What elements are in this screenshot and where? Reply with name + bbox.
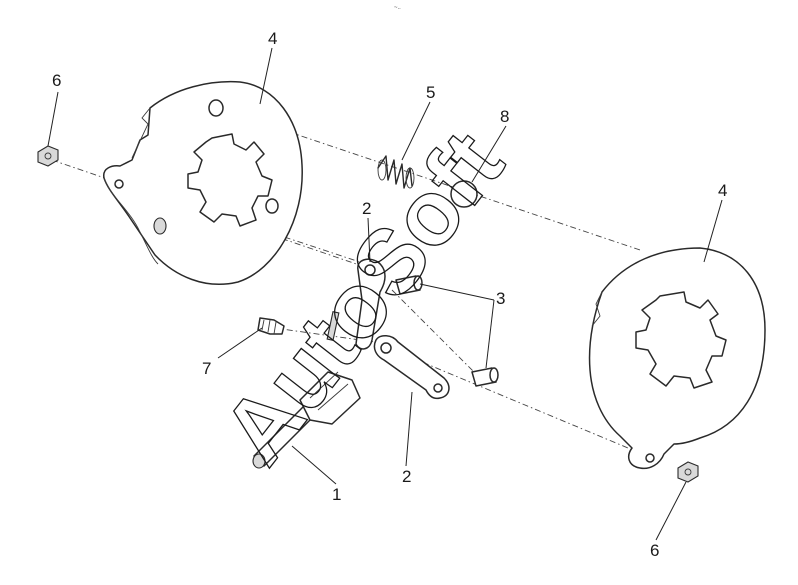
callout-1: 1: [332, 485, 341, 504]
brake-disc-right: [588, 247, 766, 470]
nut-right: [677, 461, 699, 483]
corner-mark: ~..: [394, 5, 401, 11]
ball: [450, 180, 478, 208]
leader-lines: [47, 47, 723, 541]
link-upper: [355, 258, 386, 350]
callout-8: 8: [500, 107, 509, 126]
callout-6-left: 6: [52, 71, 61, 90]
callout-6-right: 6: [650, 541, 659, 560]
callout-2-bottom: 2: [402, 467, 411, 486]
brake-disc-left: [103, 80, 303, 286]
link-lower: [373, 335, 450, 400]
callout-4-left: 4: [268, 29, 277, 48]
pin-lower: [471, 367, 499, 387]
callout-5: 5: [426, 83, 435, 102]
nut-left: [37, 145, 59, 167]
callout-4-right: 4: [718, 181, 727, 200]
callout-2-top: 2: [362, 199, 371, 218]
shaft-lever: [252, 311, 361, 469]
bolt: [257, 317, 285, 335]
callout-numbers: 4 6 5 8 4 2 3 7 2 1 6: [52, 29, 727, 560]
callout-7: 7: [202, 359, 211, 378]
callout-3: 3: [496, 289, 505, 308]
spring: [377, 155, 415, 189]
pin-upper: [395, 275, 423, 295]
